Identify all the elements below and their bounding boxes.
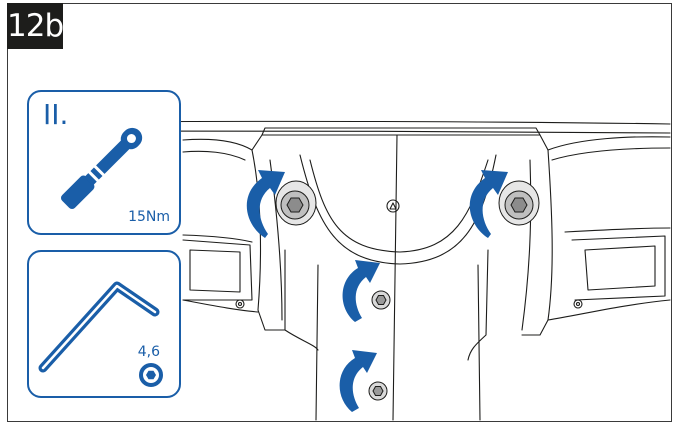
post-right [477, 264, 481, 421]
left-tube-top [182, 234, 253, 243]
center-seam [392, 134, 398, 421]
tighten-arrow-upper-left [246, 170, 285, 238]
right-tube [571, 235, 666, 301]
right-tube-top [564, 227, 671, 233]
bolt-upper-left [275, 180, 317, 226]
left-arm-foot [257, 309, 286, 331]
right-lower-curve [547, 299, 671, 321]
plate-top [251, 134, 549, 151]
plate-edge [261, 127, 541, 136]
right-rivet [573, 299, 583, 309]
hex-key-card: 4,6 [27, 250, 181, 398]
tighten-arrow-middle [342, 260, 380, 322]
diagram-frame [7, 3, 672, 422]
left-shoulder [182, 138, 253, 151]
bolt-upper-right [498, 180, 540, 226]
torque-value: 15Nm [128, 209, 170, 225]
right-shoulder [547, 136, 671, 151]
right-shoulder-2 [551, 147, 671, 161]
plate-sensor [386, 199, 400, 213]
left-tube [182, 239, 253, 301]
left-rivet [235, 299, 245, 309]
right-arm-lower [467, 249, 489, 361]
right-arm-outer [547, 149, 553, 321]
post-left [315, 264, 319, 421]
hex-key-size: 4,6 [137, 344, 160, 360]
hex-socket-icon [139, 363, 163, 387]
step-label: 12b [7, 3, 64, 49]
tool-index: II. [43, 98, 69, 131]
hex-key-icon [38, 281, 160, 373]
torque-wrench-icon [60, 127, 143, 210]
tighten-arrow-upper-right [469, 170, 508, 238]
bolt-lower [368, 381, 388, 401]
right-arm-foot [521, 319, 549, 336]
torque-wrench-card: II. 15Nm [27, 90, 181, 235]
left-tube-face [189, 249, 241, 293]
left-lower-curve [182, 299, 259, 313]
tighten-arrow-lower [339, 350, 377, 412]
left-shoulder-2 [182, 150, 246, 161]
left-rivet-center [237, 301, 243, 307]
bolt-middle [371, 290, 391, 310]
right-tube-face [584, 245, 656, 291]
right-rivet-center [575, 301, 581, 307]
right-arm-inner [521, 159, 532, 331]
plate-sensor-mark [389, 202, 397, 210]
